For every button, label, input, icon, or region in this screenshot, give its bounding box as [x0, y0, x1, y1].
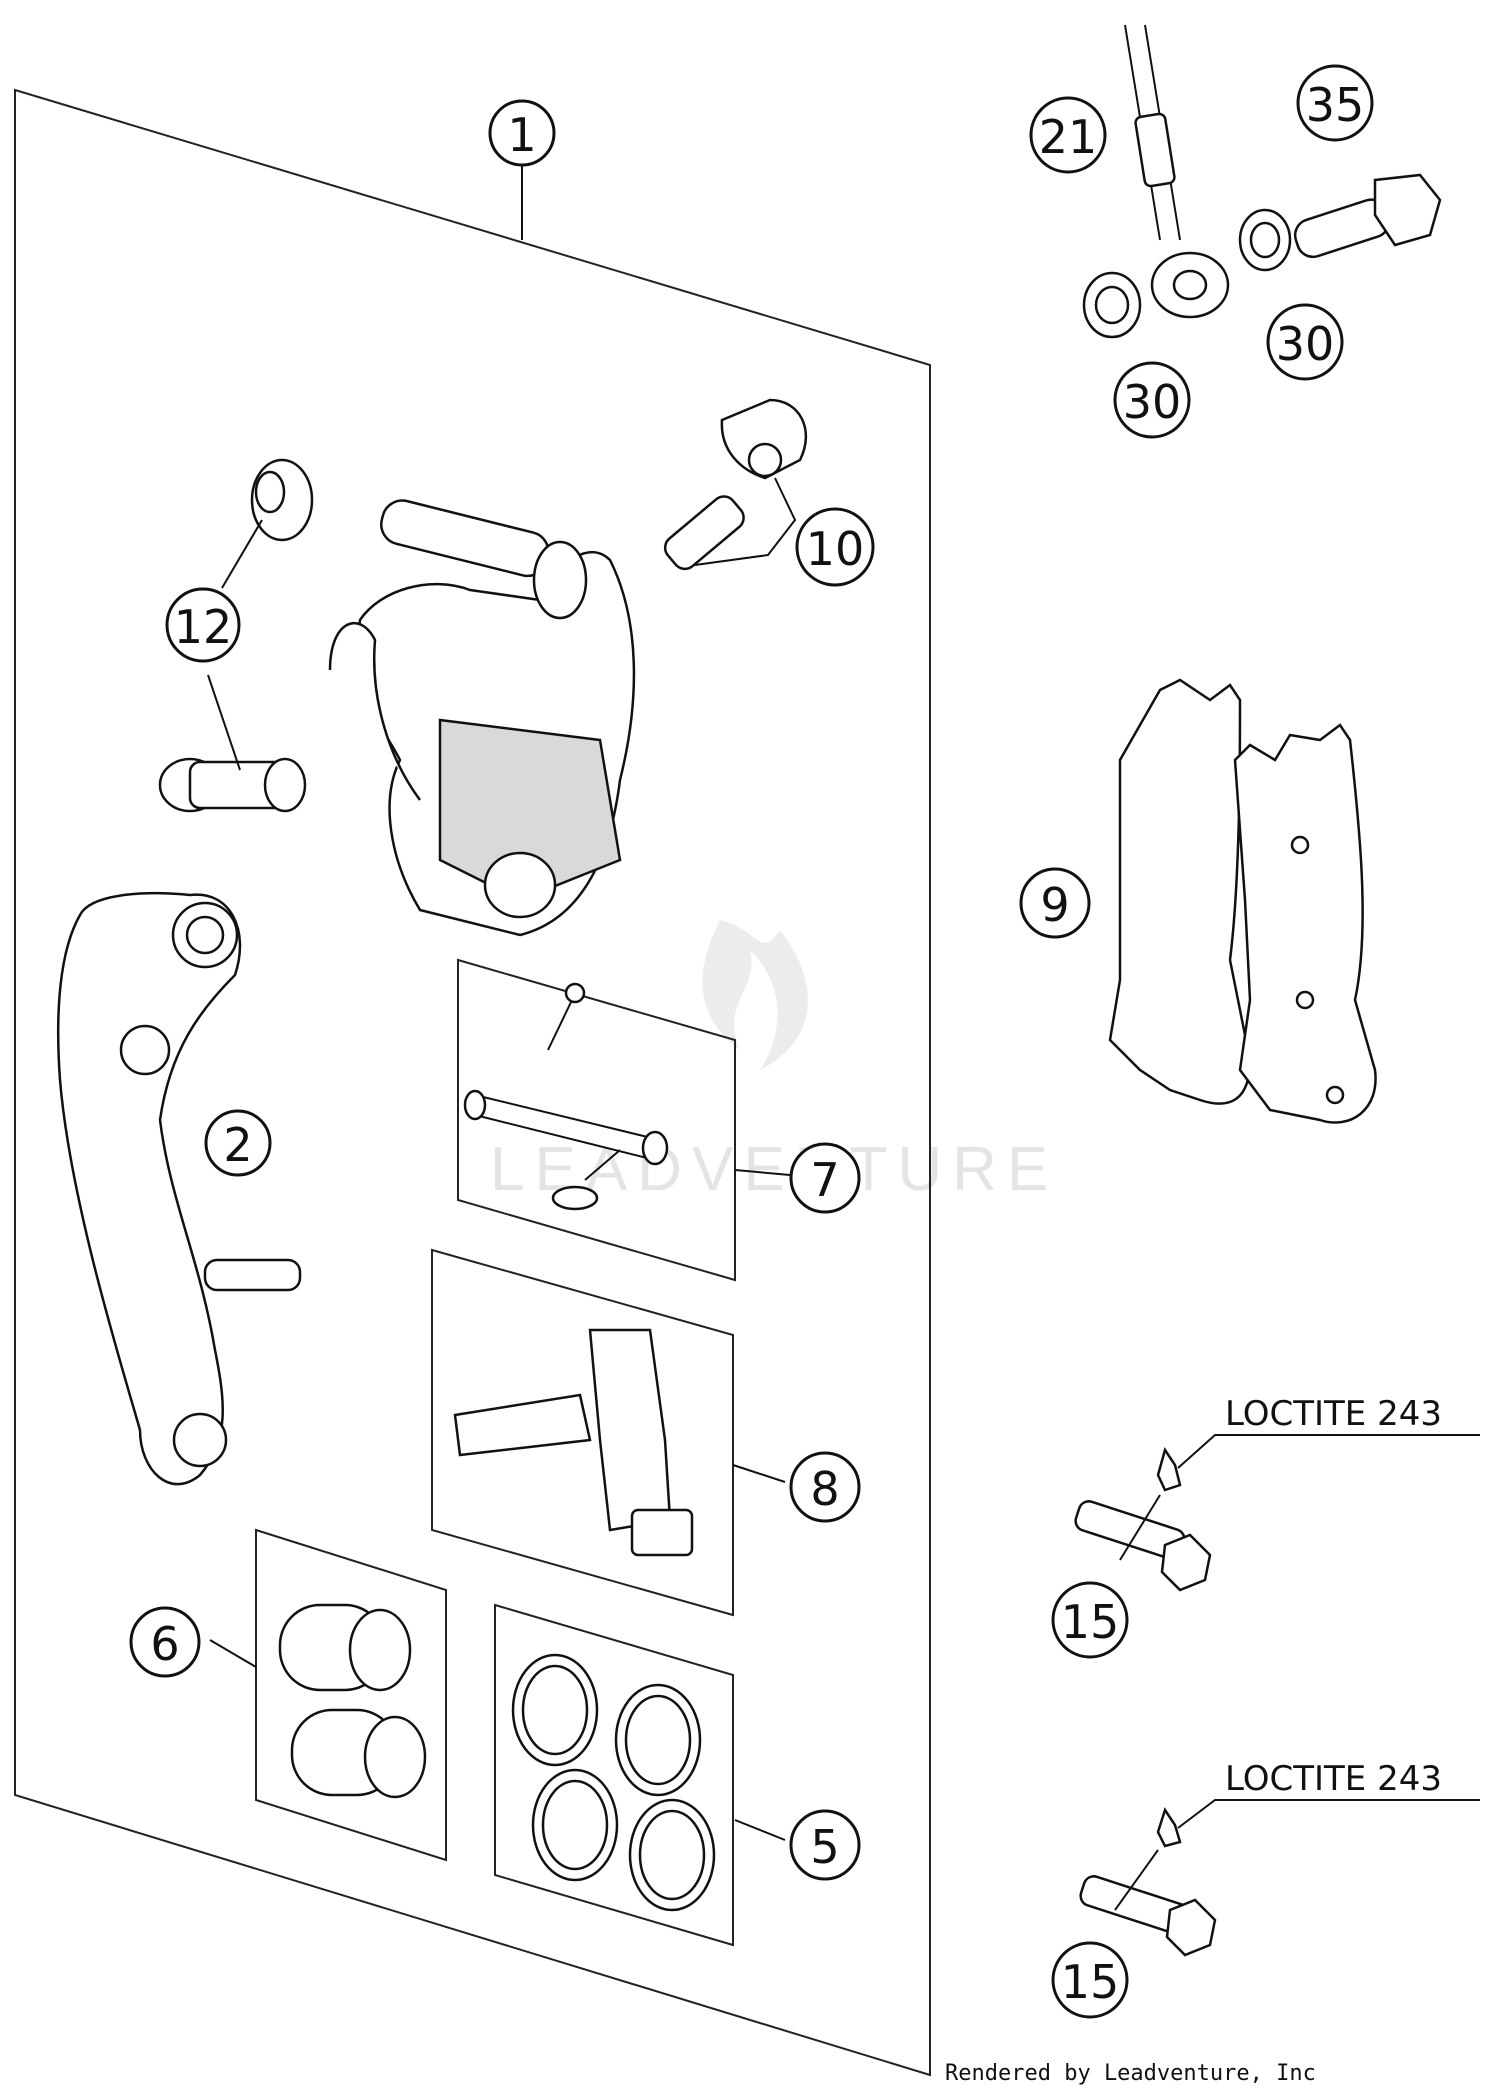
- leader-loctite-upper: [1177, 1434, 1480, 1469]
- callout-5: 5: [789, 1809, 861, 1881]
- kit-box-5: [494, 1603, 734, 1947]
- part-12-bolts: [158, 458, 314, 813]
- svg-text:1: 1: [507, 108, 536, 162]
- callout-15-upper: 15: [1051, 1581, 1129, 1659]
- leader-6: [209, 1639, 257, 1668]
- leader-7: [734, 1169, 791, 1176]
- leader-12-bottom: [207, 674, 241, 771]
- part-caliper-body: [328, 499, 636, 937]
- kit-box-7: [457, 958, 736, 1282]
- svg-text:9: 9: [1040, 878, 1069, 932]
- svg-text:6: 6: [150, 1617, 179, 1671]
- part-30-washers: [1082, 208, 1292, 339]
- callout-9: 9: [1019, 867, 1091, 939]
- callout-2: 2: [204, 1109, 272, 1177]
- part-9-brake-pads: [1108, 678, 1377, 1124]
- svg-text:35: 35: [1306, 78, 1365, 132]
- svg-text:30: 30: [1276, 317, 1335, 371]
- part-35-banjo-bolt: [1293, 173, 1442, 259]
- leader-8: [732, 1464, 786, 1483]
- caliper-kit-panel: [14, 88, 931, 2077]
- leader-loctite-lower: [1177, 1799, 1480, 1829]
- svg-text:10: 10: [806, 522, 865, 576]
- callout-21: 21: [1029, 96, 1107, 174]
- leader-12-top: [221, 519, 263, 589]
- callout-7: 7: [789, 1142, 861, 1214]
- leader-15-lower: [1114, 1849, 1159, 1911]
- part-5-seals: [511, 1653, 716, 1912]
- callout-6: 6: [129, 1606, 201, 1678]
- watermark-flame-icon: [702, 920, 808, 1070]
- callout-10: 10: [795, 507, 875, 587]
- callout-30-left: 30: [1113, 361, 1191, 439]
- svg-text:15: 15: [1061, 1595, 1120, 1649]
- svg-text:8: 8: [810, 1462, 839, 1516]
- svg-text:7: 7: [810, 1153, 839, 1207]
- kit-box-6: [255, 1528, 447, 1862]
- callout-35: 35: [1296, 64, 1374, 142]
- leader-15-upper: [1119, 1494, 1161, 1561]
- callout-12: 12: [165, 587, 241, 663]
- kit-box-8: [431, 1248, 734, 1617]
- part-10-bleeder: [663, 398, 808, 571]
- svg-text:12: 12: [174, 600, 233, 654]
- leader-10: [694, 477, 797, 566]
- part-21-brake-line: [1124, 24, 1230, 319]
- part-2-bracket: [56, 891, 302, 1486]
- leader-5: [734, 1819, 786, 1841]
- part-8-springs: [453, 1328, 694, 1557]
- render-credit: Rendered by Leadventure, Inc: [945, 2061, 1316, 2086]
- callout-8: 8: [789, 1451, 861, 1523]
- svg-text:2: 2: [223, 1118, 252, 1172]
- part-15-bolt-upper: [1074, 1447, 1212, 1592]
- part-7-pins: [463, 982, 669, 1211]
- watermark: LEADVENTURE: [490, 920, 1048, 1204]
- svg-text:21: 21: [1039, 110, 1098, 164]
- loctite-label-upper: LOCTITE 243: [1225, 1394, 1442, 1434]
- svg-text:30: 30: [1123, 375, 1182, 429]
- svg-text:15: 15: [1061, 1955, 1120, 2009]
- svg-text:5: 5: [810, 1820, 839, 1874]
- callout-30-right: 30: [1266, 303, 1344, 381]
- callout-15-lower: 15: [1051, 1941, 1129, 2019]
- loctite-label-lower: LOCTITE 243: [1225, 1759, 1442, 1799]
- part-6-pistons: [278, 1603, 427, 1799]
- callout-1: 1: [488, 99, 556, 167]
- part-15-bolt-lower: [1079, 1807, 1217, 1957]
